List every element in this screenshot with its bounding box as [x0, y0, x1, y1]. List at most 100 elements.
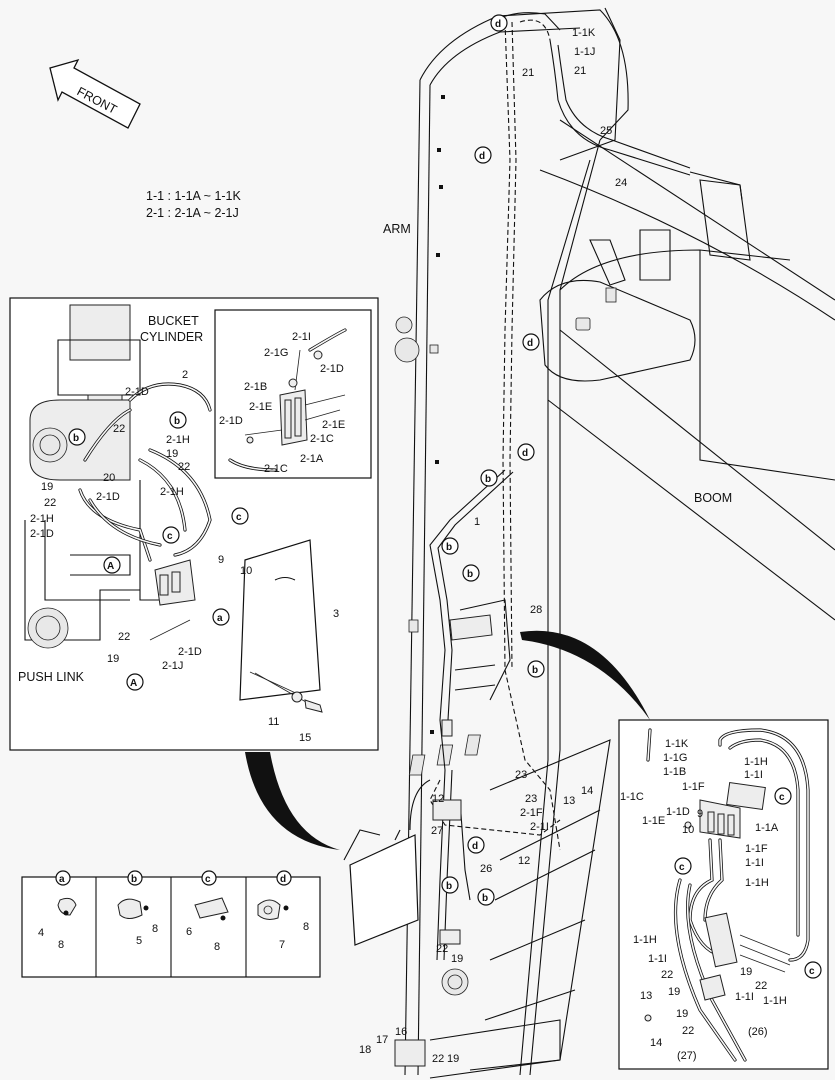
callout-16: 16	[395, 1026, 407, 1038]
svg-text:d: d	[472, 841, 478, 852]
svg-text:a: a	[217, 613, 223, 624]
callout: 3	[333, 608, 339, 620]
callout: 2-1D	[125, 386, 149, 398]
callout: 11	[268, 716, 279, 728]
callout: 1-1D	[666, 806, 690, 818]
marker-b: b	[477, 888, 495, 906]
callout-21b: 21	[574, 65, 586, 77]
callout: 22	[178, 461, 190, 473]
arm-bolt-dots	[430, 95, 445, 734]
clamp-d: d 8 7	[257, 870, 309, 951]
callout: 22	[755, 980, 767, 992]
callout: 2-1J	[162, 660, 183, 672]
svg-text:c: c	[779, 792, 785, 803]
marker-d: d	[467, 836, 485, 854]
svg-text:b: b	[446, 542, 452, 553]
swoosh-to-left-inset	[245, 752, 340, 850]
right-inset	[618, 719, 829, 1070]
callout: 2-1B	[244, 381, 267, 393]
callout: 2-1G	[264, 347, 288, 359]
svg-text:6: 6	[186, 926, 192, 938]
callout: 2-1D	[178, 646, 202, 658]
callout: 1-1K	[665, 738, 689, 750]
svg-text:b: b	[73, 433, 79, 444]
callout-23b: 23	[525, 793, 537, 805]
callout-12a: 12	[432, 793, 444, 805]
svg-text:7: 7	[279, 939, 285, 951]
callout: 22	[113, 423, 125, 435]
callout: 1-1I	[744, 769, 763, 781]
svg-text:c: c	[809, 966, 815, 977]
svg-text:d: d	[479, 151, 485, 162]
svg-text:c: c	[205, 874, 211, 885]
svg-text:8: 8	[58, 939, 64, 951]
callout-12b: 12	[518, 855, 530, 867]
callout: (27)	[677, 1050, 697, 1062]
callout-1-1J: 1-1J	[574, 46, 595, 58]
callout: 9	[697, 808, 703, 820]
valve-inset-callouts: 2-1I 2-1G 2-1D 2-1B 2-1E 2-1D 2-1E 2-1C …	[219, 331, 345, 475]
svg-text:8: 8	[152, 923, 158, 935]
svg-text:b: b	[485, 474, 491, 485]
svg-text:d: d	[527, 338, 533, 349]
left-inset-callouts: 2-1D 2 22 2-1H 19 22 20 2-1D 2-1H 19 22 …	[30, 369, 339, 744]
svg-text:b: b	[174, 416, 180, 427]
marker-b: b	[68, 428, 86, 446]
marker-c: c	[231, 507, 249, 525]
svg-text:b: b	[446, 881, 452, 892]
marker-c: c	[674, 857, 692, 875]
callout: 14	[650, 1037, 662, 1049]
marker-b: b	[480, 469, 498, 487]
svg-text:A: A	[130, 678, 137, 689]
svg-text:d: d	[522, 448, 528, 459]
callout-17: 17	[376, 1034, 388, 1046]
callout: 2-1C	[310, 433, 334, 445]
svg-text:a: a	[59, 874, 65, 885]
left-inset-markers: b b c c A a A	[68, 411, 249, 691]
svg-text:b: b	[467, 569, 473, 580]
swoosh-to-right-inset	[520, 630, 650, 720]
callout: 2-1C	[264, 463, 288, 475]
svg-text:c: c	[679, 862, 685, 873]
marker-c: c	[774, 787, 792, 805]
callout: 9	[218, 554, 224, 566]
callout: 1-1H	[633, 934, 657, 946]
marker-a: a	[212, 608, 230, 626]
callout-25: 25	[600, 125, 612, 137]
callout: 1-1I	[735, 991, 754, 1003]
callout-19a: 19	[451, 953, 463, 965]
callout: 19	[41, 481, 53, 493]
callout: 1-1H	[744, 756, 768, 768]
marker-A: A	[126, 673, 144, 691]
push-link-label: PUSH LINK	[18, 670, 85, 684]
svg-text:d: d	[495, 19, 501, 30]
marker-d: d	[522, 333, 540, 351]
main-guard-plate	[343, 799, 462, 1067]
main-callouts: 1-1K 1-1J 21 21 25 24 1 28 23 23 13 14 2…	[359, 27, 627, 1065]
callout: 22	[661, 969, 673, 981]
callout: 22	[44, 497, 56, 509]
callout-14: 14	[581, 785, 593, 797]
clamp-a: a 4 8	[38, 870, 77, 951]
marker-d: d	[490, 14, 508, 32]
callout-2-1I: 2-1I	[530, 821, 549, 833]
callout: 1-1I	[648, 953, 667, 965]
svg-text:b: b	[131, 874, 137, 885]
callout: 19	[166, 448, 178, 460]
callout: 22	[682, 1025, 694, 1037]
marker-A: A	[103, 556, 121, 574]
callout: 1-1I	[745, 857, 764, 869]
bucket-cylinder-label-2: CYLINDER	[140, 330, 203, 344]
svg-text:b: b	[532, 665, 538, 676]
clamp-b: b 8 5	[117, 870, 158, 947]
callout: 1-1F	[682, 781, 705, 793]
callout: 1-1A	[755, 822, 779, 834]
callout-1: 1	[474, 516, 480, 528]
callout-21a: 21	[522, 67, 534, 79]
callout-22b: 22	[432, 1053, 444, 1065]
callout-28: 28	[530, 604, 542, 616]
callout: 19	[740, 966, 752, 978]
callout-23a: 23	[515, 769, 527, 781]
marker-b: b	[462, 564, 480, 582]
